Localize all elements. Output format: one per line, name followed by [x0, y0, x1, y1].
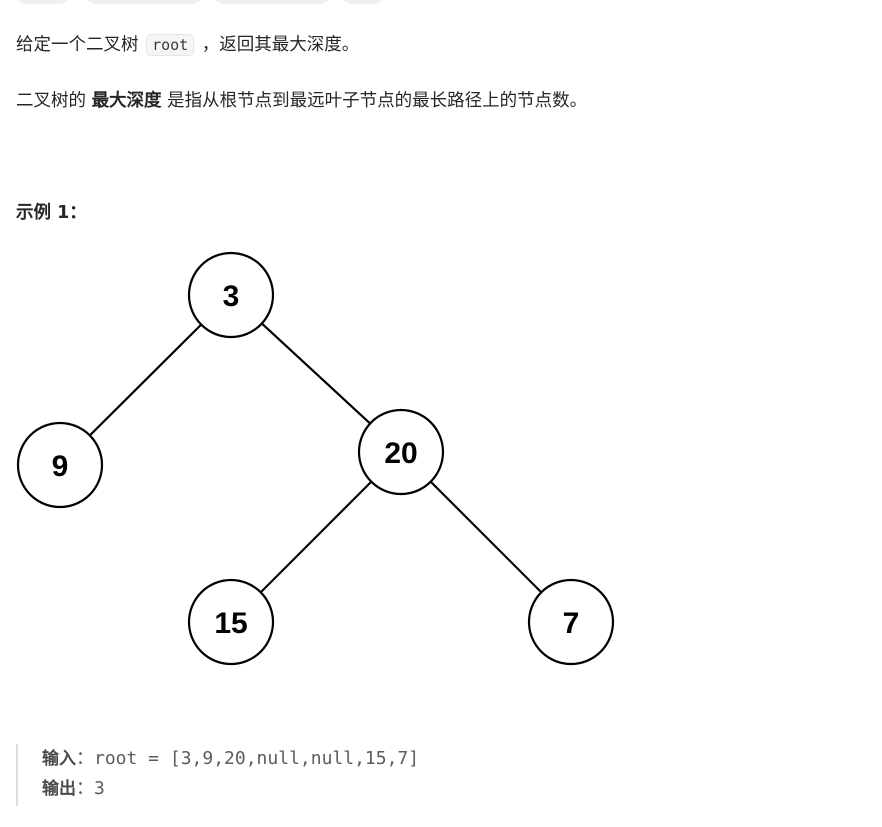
input-value: ：root = [3,9,20,null,null,15,7]	[76, 748, 420, 769]
statement-text: 给定一个二叉树	[16, 35, 145, 55]
tree-node: 3	[187, 251, 275, 339]
topic-tag[interactable]	[16, 0, 70, 4]
tree-node-label: 9	[52, 450, 69, 483]
example-io-block: 输入：root = [3,9,20,null,null,15,7] 输出：3	[16, 744, 419, 806]
definition-bold-term: 最大深度	[91, 91, 162, 111]
definition-text: 是指从根节点到最远叶子节点的最长路径上的节点数。	[161, 91, 588, 111]
problem-definition: 二叉树的 最大深度 是指从根节点到最远叶子节点的最长路径上的节点数。	[16, 88, 587, 114]
statement-text: ，返回其最大深度。	[196, 35, 360, 55]
example-title: 示例 1：	[16, 203, 87, 223]
example-input-line: 输入：root = [3,9,20,null,null,15,7]	[42, 744, 419, 774]
tree-node: 7	[527, 578, 615, 666]
problem-statement: 给定一个二叉树 root ，返回其最大深度。	[16, 32, 359, 58]
tree-node-label: 20	[384, 437, 417, 470]
output-value: ：3	[76, 778, 105, 799]
definition-text: 二叉树的	[16, 91, 92, 111]
topic-tag[interactable]	[342, 0, 384, 4]
topic-tag[interactable]	[86, 0, 202, 4]
tree-node: 9	[16, 421, 104, 509]
tree-node-label: 3	[223, 280, 240, 313]
tree-node-label: 15	[214, 607, 247, 640]
input-label: 输入	[42, 749, 76, 769]
tree-node: 15	[187, 578, 275, 666]
tree-node-label: 7	[563, 607, 580, 640]
binary-tree-diagram: 3 9 20 15 7	[16, 251, 615, 666]
inline-code-root: root	[146, 34, 195, 56]
tree-node: 20	[357, 408, 445, 496]
topic-tag[interactable]	[214, 0, 330, 4]
example-output-line: 输出：3	[42, 774, 419, 804]
output-label: 输出	[42, 779, 76, 799]
